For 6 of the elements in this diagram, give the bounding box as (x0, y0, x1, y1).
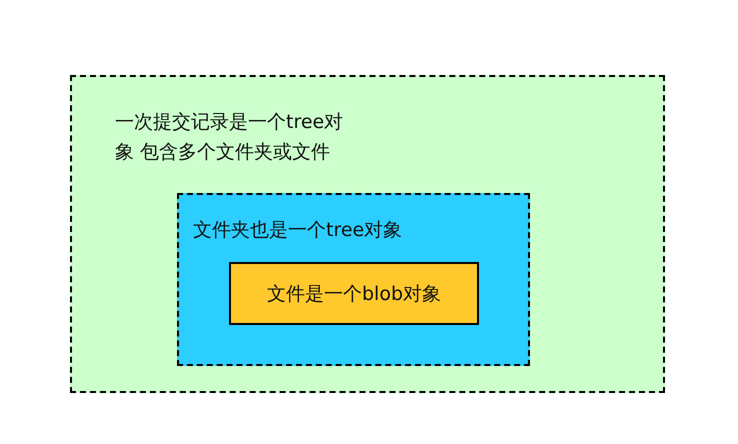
dashed-box (70, 75, 665, 393)
solid-box (229, 262, 479, 325)
box-label: 一次提交记录是一个tree对象 包含多个文件夹或文件 (115, 110, 344, 165)
box-label: 文件夹也是一个tree对象 (193, 218, 404, 243)
dashed-box (177, 193, 530, 366)
box-label: 文件是一个blob对象 (266, 282, 442, 307)
